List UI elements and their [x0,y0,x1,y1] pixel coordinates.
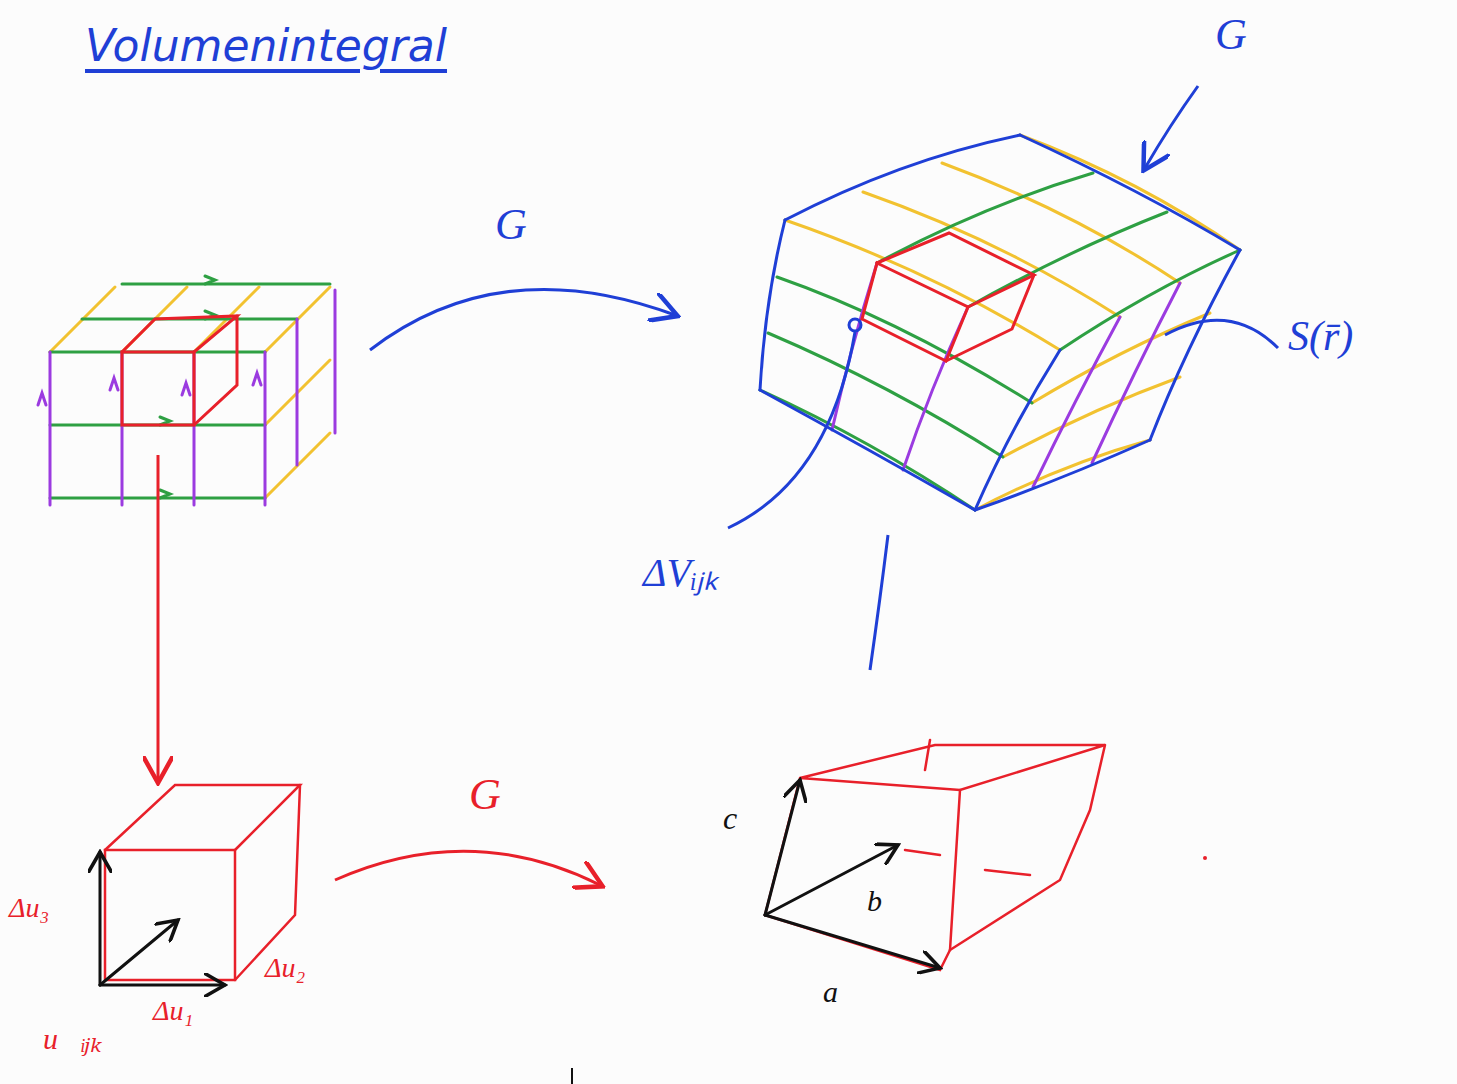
vector-label: a⃗ [820,975,864,1010]
leader-line [1145,86,1198,168]
stray-mark [571,1068,573,1084]
mapping-arrow [335,851,600,885]
leader-line [728,332,855,528]
leader-line [1165,320,1278,348]
increment-label: Δu₃ [6,892,52,924]
increment-label: Δu₁ [150,995,196,1027]
map-name: G [492,200,530,251]
map-name: G [1212,10,1250,61]
vector-label: b⃗ [864,884,908,919]
boundary-name: S(r̄) [1285,312,1356,360]
parallelepiped [765,740,1105,970]
deformed-grid-volume [760,135,1240,510]
vector-label: c⃗ [720,800,765,837]
point-label: u⃗ᵢⱼₖ [40,1022,106,1057]
zoom-arrow [157,455,160,780]
volume-element: ΔVᵢⱼₖ [640,550,721,596]
parameter-grid-cube [38,276,335,505]
increment-label: Δu₂ [262,952,308,984]
map-name: G [466,770,504,821]
stray-mark [1203,856,1207,860]
mapping-arrow [370,289,675,350]
zoom-arrow [870,535,888,670]
title: Volumenintegral [85,20,447,73]
